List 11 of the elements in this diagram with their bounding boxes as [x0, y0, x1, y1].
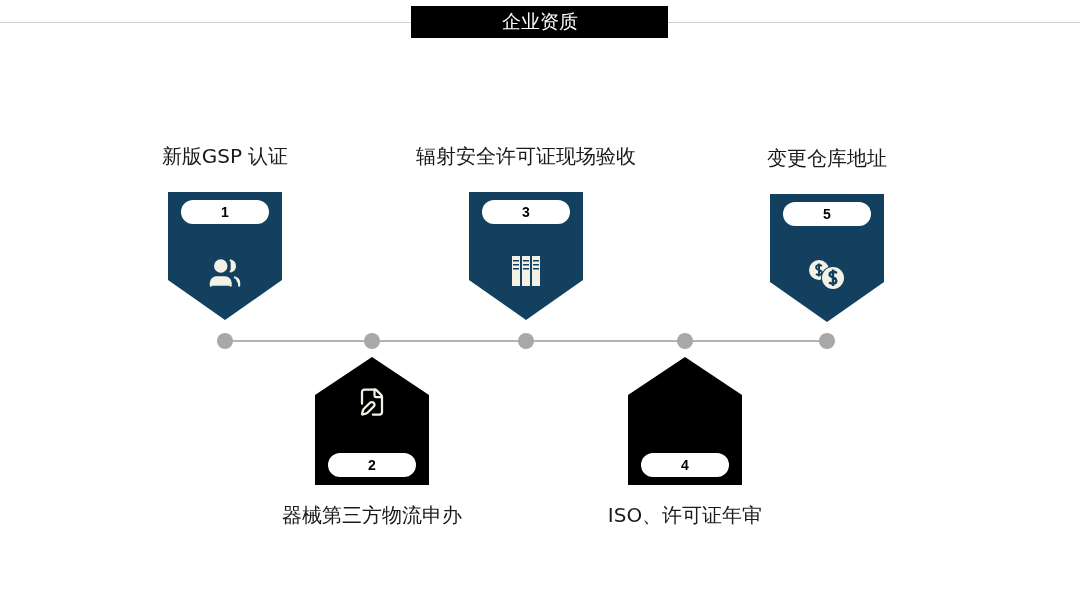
step-heading: 新版GSP 认证: [161, 143, 289, 170]
step-number: 1: [181, 200, 269, 224]
step-heading: 器械第三方物流申办: [282, 502, 462, 529]
step-number: 5: [783, 202, 871, 226]
step-heading: ISO、许可证年审: [607, 502, 763, 529]
step-number: 2: [328, 453, 416, 477]
title-bar: 企业资质: [411, 6, 668, 38]
step-number: 4: [641, 453, 729, 477]
step-heading: 变更仓库地址: [767, 145, 887, 172]
step-number: 3: [482, 200, 570, 224]
step-heading: 辐射安全许可证现场验收: [416, 143, 636, 170]
